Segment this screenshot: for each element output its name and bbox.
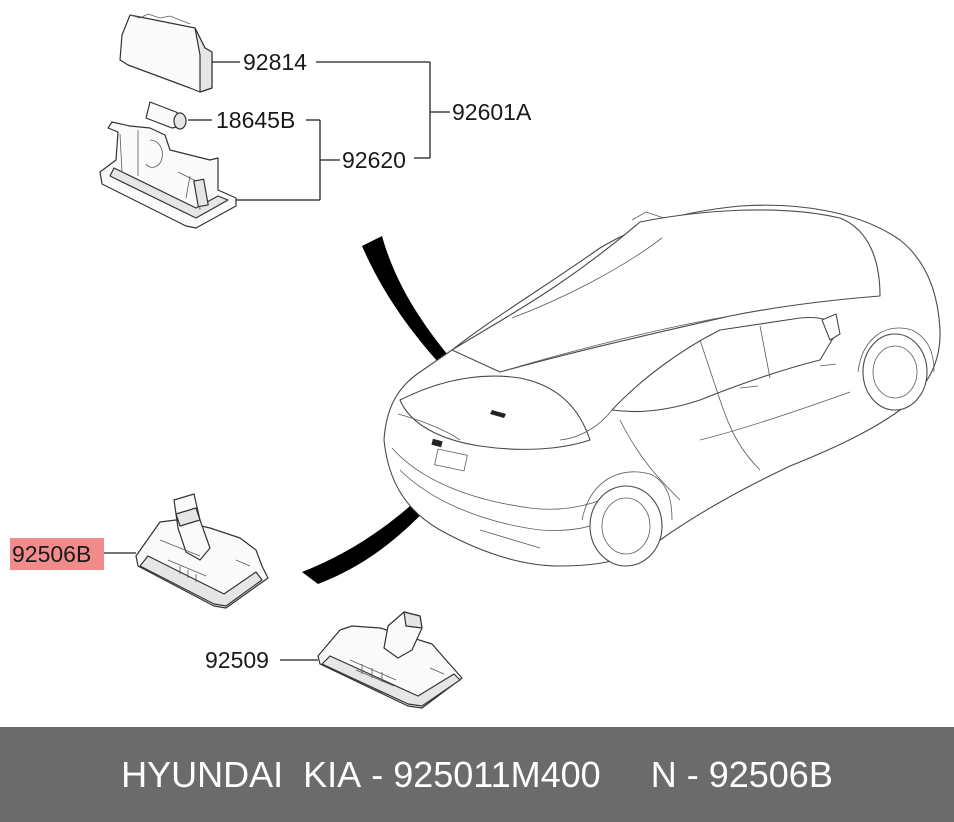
footer-part-number: 925011M400 (393, 753, 601, 795)
lamp-92506B (135, 493, 269, 609)
bulb-18645B (145, 101, 187, 130)
callout-92601A: 92601A (452, 99, 532, 125)
car-illustration (383, 204, 941, 567)
footer-gap (601, 754, 651, 796)
highlight-92506B (10, 538, 104, 570)
footer-separator-2: - (676, 753, 709, 795)
leader-lines-top (188, 61, 450, 201)
pointer-arrow-upper (362, 236, 500, 418)
cover-92814 (119, 13, 213, 93)
housing-92620 (99, 121, 237, 229)
footer-n-value: 92506B (708, 753, 833, 795)
callout-92620: 92620 (342, 147, 406, 173)
callout-92506B: 92506B (12, 541, 91, 567)
callout-92509: 92509 (205, 647, 269, 673)
footer-separator: - (361, 753, 394, 795)
footer-brand: HYUNDAI KIA (121, 753, 362, 795)
parts-diagram: 92814 18645B 92601A 92620 92506B 92509 (10, 13, 941, 709)
callout-92814: 92814 (243, 49, 307, 75)
callout-18645B: 18645B (216, 107, 295, 133)
footer-bar: HYUNDAI KIA - 925011M400 N - 92506B (0, 727, 954, 822)
lamp-92509 (317, 611, 463, 709)
footer-n-label: N (650, 753, 677, 795)
